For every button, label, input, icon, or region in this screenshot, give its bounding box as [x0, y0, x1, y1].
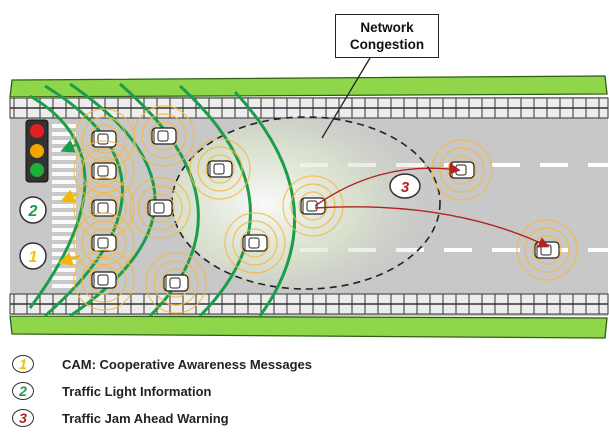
- vehicles: [73, 105, 578, 314]
- legend-item-cam: 1 CAM: Cooperative Awareness Messages: [10, 354, 312, 374]
- car-with-cam: [282, 175, 344, 237]
- callout-pointer: [321, 57, 371, 139]
- car-with-cam: [73, 249, 135, 311]
- callout-label: Network Congestion: [349, 20, 425, 52]
- legend-item-traffic-light: 2 Traffic Light Information: [10, 381, 312, 401]
- car-with-cam: [133, 105, 195, 167]
- car-with-cam: [189, 138, 251, 200]
- legend-item-jam-warning: 3 Traffic Jam Ahead Warning: [10, 408, 312, 428]
- legend-number: 1: [12, 355, 34, 373]
- yellow-arrow: [58, 252, 81, 266]
- grass-bottom: [9, 315, 608, 339]
- yellow-arrow: [60, 189, 79, 203]
- legend-label: CAM: Cooperative Awareness Messages: [62, 356, 312, 372]
- green-arrow: [60, 139, 79, 153]
- grass-top: [9, 75, 608, 98]
- legend-number: 2: [12, 382, 34, 400]
- jam-warning-arrows: [314, 163, 550, 248]
- car-with-cam: [224, 212, 286, 274]
- car-with-cam: [73, 212, 135, 274]
- network-congestion-callout: Network Congestion: [335, 14, 439, 58]
- svg-text:3: 3: [401, 179, 410, 196]
- car-with-cam: [516, 219, 578, 281]
- svg-text:2: 2: [28, 203, 38, 220]
- legend-label: Traffic Light Information: [62, 383, 212, 399]
- car-with-cam: [73, 140, 135, 202]
- traffic-light-icon: [25, 119, 49, 183]
- legend-number: 3: [12, 409, 34, 427]
- marker-2: 2: [19, 196, 47, 224]
- legend-label: Traffic Jam Ahead Warning: [62, 410, 229, 426]
- legend: 1 CAM: Cooperative Awareness Messages 2 …: [10, 354, 312, 435]
- marker-1: 1: [19, 242, 47, 270]
- svg-text:1: 1: [29, 249, 38, 266]
- marker-3: 3: [389, 173, 421, 199]
- car-with-cam: [145, 252, 207, 314]
- car-with-cam: [129, 177, 191, 239]
- crosswalk: [52, 124, 76, 288]
